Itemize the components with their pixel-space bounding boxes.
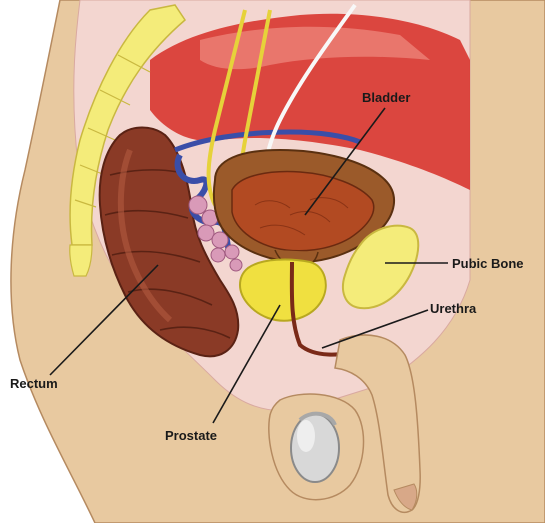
- label-bladder: Bladder: [362, 90, 410, 105]
- label-pubic-bone: Pubic Bone: [452, 256, 524, 271]
- testis-highlight: [297, 420, 315, 452]
- label-prostate: Prostate: [165, 428, 217, 443]
- label-rectum: Rectum: [10, 376, 58, 391]
- testis: [291, 414, 339, 482]
- label-urethra: Urethra: [430, 301, 477, 316]
